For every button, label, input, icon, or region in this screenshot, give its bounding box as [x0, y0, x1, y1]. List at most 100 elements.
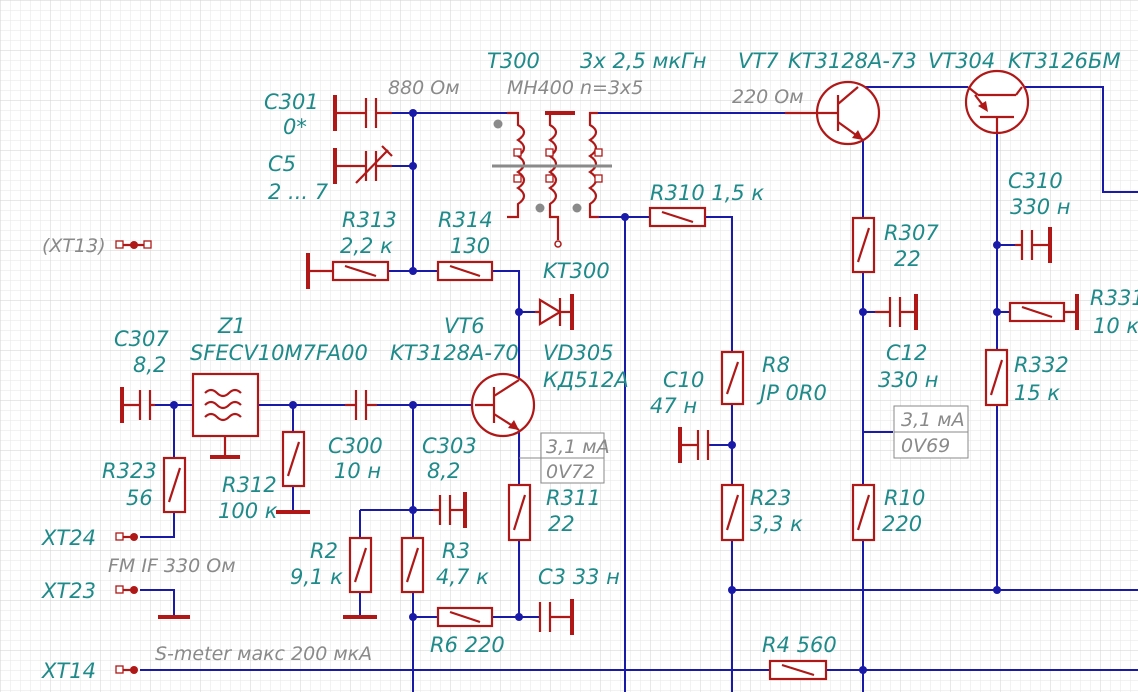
label-r23: R23: [750, 486, 791, 510]
label-c307-value: 8,2: [133, 353, 166, 377]
transistor-vt304[interactable]: [964, 69, 1030, 135]
diode-vd305[interactable]: [535, 294, 574, 330]
label-r311: R311: [546, 486, 601, 510]
resistor-r332[interactable]: [984, 348, 1009, 407]
label-s-meter: S-meter макс 200 мкА: [155, 643, 372, 665]
capacitor-c300[interactable]: [345, 390, 377, 420]
label-r313-value: 2,2 к: [340, 234, 393, 258]
connector-xt24[interactable]: [115, 532, 138, 541]
label-220-ohm: 220 Ом: [732, 86, 804, 108]
label-z1-type: SFECV10M7FA00: [190, 341, 368, 365]
box2-voltage: 0V69: [901, 435, 950, 457]
label-vt304: VT304: [928, 49, 995, 73]
label-r307: R307: [884, 221, 939, 245]
resistor-r3[interactable]: [400, 536, 425, 594]
label-r312: R312: [222, 473, 277, 497]
label-r311-value: 22: [548, 512, 575, 536]
box1-voltage: 0V72: [546, 461, 595, 483]
resistor-r307[interactable]: [851, 216, 876, 274]
resistor-r4[interactable]: [768, 659, 828, 681]
label-880-ohm: 880 Ом: [388, 77, 460, 99]
resistor-r23[interactable]: [720, 483, 745, 542]
label-c10: C10: [663, 368, 704, 392]
resistor-r8[interactable]: [720, 350, 745, 406]
resistor-r10[interactable]: [851, 483, 876, 542]
label-r23-value: 3,3 к: [750, 512, 803, 536]
label-r314-value: 130: [450, 234, 490, 258]
transistor-vt7[interactable]: [785, 80, 881, 146]
resistor-r6[interactable]: [436, 606, 494, 628]
label-c301-value: 0*: [283, 115, 307, 139]
resistor-r311[interactable]: [507, 483, 532, 542]
label-vd305: VD305: [543, 341, 614, 365]
label-t300-inductance: 3x 2,5 мкГн: [580, 49, 707, 73]
label-r6: R6 220: [430, 633, 505, 657]
resistor-r323[interactable]: [162, 456, 187, 514]
label-r2-value: 9,1 к: [290, 565, 343, 589]
resistor-r313[interactable]: [306, 253, 390, 289]
resistor-r312[interactable]: [276, 430, 310, 514]
box1-current: 3,1 мА: [546, 436, 610, 458]
capacitor-c10[interactable]: [678, 427, 710, 463]
label-c303: C303: [422, 434, 477, 458]
label-vd305-type: КД512А: [543, 368, 629, 392]
label-r4: R4 560: [762, 633, 837, 657]
label-r314: R314: [438, 208, 493, 232]
label-kt300: KT300: [543, 259, 610, 283]
transformer-t300[interactable]: [492, 111, 612, 248]
connector-xt13[interactable]: [115, 240, 152, 249]
label-c300: C300: [328, 434, 383, 458]
capacitor-c303[interactable]: [433, 492, 467, 528]
label-r10: R10: [884, 486, 925, 510]
label-r307-value: 22: [894, 247, 921, 271]
label-c307: C307: [114, 327, 169, 351]
label-r8-value: JP 0R0: [756, 381, 827, 405]
label-c310: C310: [1008, 169, 1063, 193]
capacitor-c307[interactable]: [120, 387, 155, 423]
capacitor-c12[interactable]: [875, 294, 918, 330]
label-r323: R323: [102, 459, 157, 483]
junction-dots: [170, 109, 1001, 674]
label-xt14: XT14: [41, 659, 96, 683]
resistor-r331[interactable]: [1008, 294, 1079, 330]
label-xt24: XT24: [41, 526, 96, 550]
filter-z1[interactable]: [191, 372, 260, 459]
label-c303-value: 8,2: [427, 459, 460, 483]
label-t300-core: MH400 n=3x5: [507, 77, 643, 99]
box2-current: 3,1 мА: [901, 409, 965, 431]
label-r10-value: 220: [882, 512, 922, 536]
resistor-r310[interactable]: [648, 206, 707, 228]
label-c10-value: 47 н: [650, 394, 697, 418]
label-r323-value: 56: [126, 486, 153, 510]
label-vt6: VT6: [444, 314, 485, 338]
label-vt7-type: KT3128A-73: [788, 49, 917, 73]
capacitor-c3[interactable]: [538, 599, 574, 635]
label-r332-value: 15 к: [1014, 381, 1060, 405]
label-c12: C12: [886, 341, 927, 365]
label-xt23: XT23: [41, 579, 96, 603]
resistor-r314[interactable]: [436, 260, 494, 282]
label-c301: C301: [264, 90, 319, 114]
label-fm-if: FM IF 330 Ом: [108, 555, 236, 577]
capacitor-c301[interactable]: [333, 95, 392, 131]
capacitor-c5[interactable]: [333, 145, 393, 184]
connector-xt23[interactable]: [115, 585, 138, 594]
label-vt7: VT7: [738, 49, 779, 73]
connector-xt14[interactable]: [115, 665, 138, 674]
label-c5: C5: [268, 152, 296, 176]
label-vt6-type: KT3128A-70: [390, 341, 519, 365]
label-c12-value: 330 н: [878, 368, 939, 392]
label-c300-value: 10 н: [334, 459, 381, 483]
labels: C301 0* C5 2 ... 7 880 Ом T300 MH400 n=3…: [41, 49, 1138, 683]
label-vt304-type: KT3126БМ: [1008, 49, 1121, 73]
measure-box-vt7: 3,1 мА 0V69: [893, 405, 969, 459]
resistor-r2[interactable]: [343, 536, 377, 619]
label-r2: R2: [310, 539, 338, 563]
label-r3-value: 4,7 к: [436, 565, 489, 589]
label-r331-value: 10 к: [1093, 314, 1138, 338]
capacitor-c310[interactable]: [1015, 227, 1052, 263]
transistor-vt6[interactable]: [470, 372, 536, 438]
label-c5-value: 2 ... 7: [268, 180, 329, 204]
